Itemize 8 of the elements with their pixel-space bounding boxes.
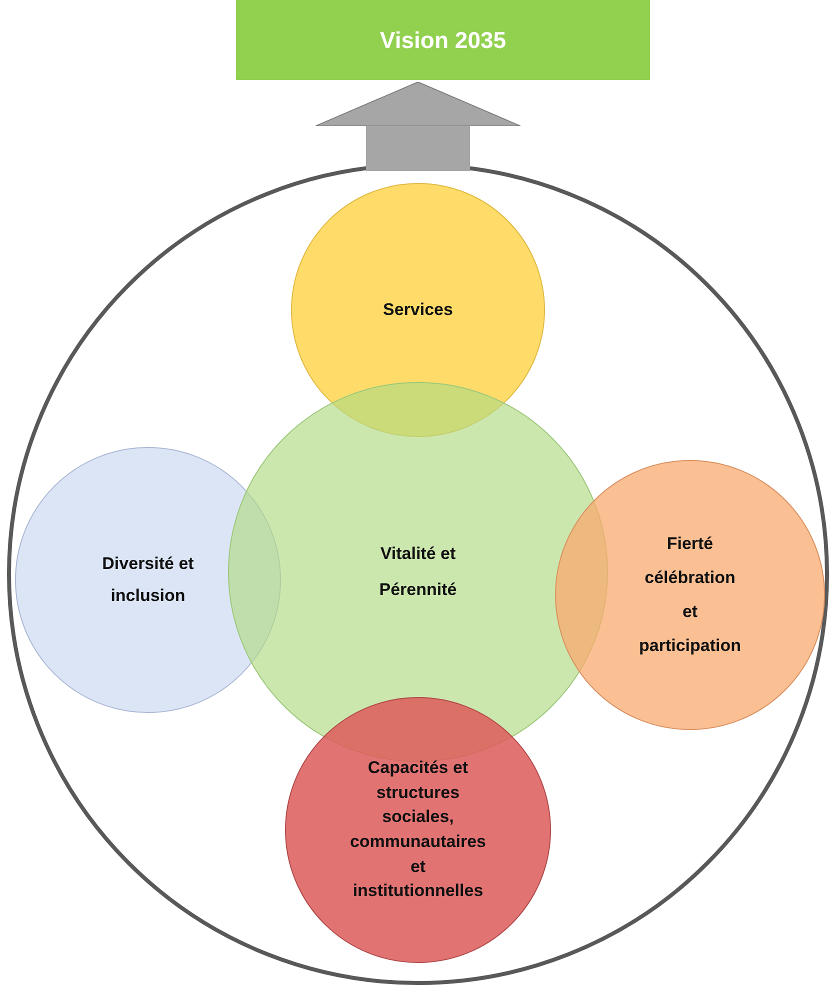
- circle-label: Fierté célébration et participation: [638, 533, 742, 657]
- circle-label: Vitalité et Pérennité: [378, 543, 458, 601]
- circle-label: Services: [382, 298, 454, 321]
- block-arrow: [315, 82, 521, 171]
- banner-title: Vision 2035: [380, 26, 506, 54]
- banner-box: [236, 0, 650, 80]
- circle-label: Capacités et structures sociales, communautaires et institutionnelles: [348, 757, 488, 902]
- circle-label: Diversité et inclusion: [101, 552, 195, 607]
